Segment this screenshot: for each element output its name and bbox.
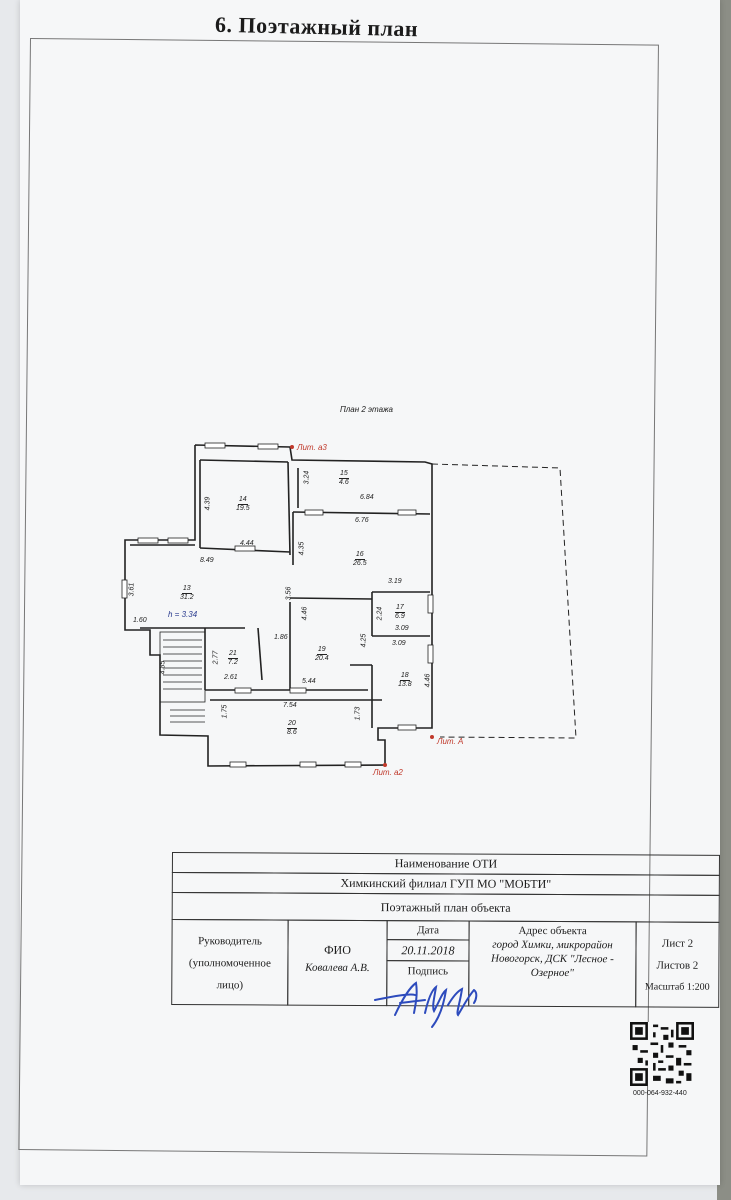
dimension-label: 6.76 bbox=[355, 517, 369, 524]
dimension-label: 1.73 bbox=[354, 706, 362, 721]
dimension-label: 4.44 bbox=[240, 540, 254, 547]
dimension-label: 8.49 bbox=[200, 557, 214, 564]
stamp-object: Поэтажный план объекта bbox=[171, 891, 720, 923]
windows bbox=[121, 442, 434, 768]
lit-label-a: Лит. А bbox=[437, 737, 464, 746]
dimension-label: 1.86 bbox=[274, 634, 288, 641]
dimension-label: 3.19 bbox=[388, 578, 402, 585]
dimension-label: 4.35 bbox=[298, 541, 306, 556]
plan-outer-wall bbox=[124, 444, 433, 767]
plan-title: План 2 этажа bbox=[340, 405, 393, 414]
dimension-label: 5.44 bbox=[302, 678, 316, 685]
stamp-date-label: Дата bbox=[386, 920, 470, 941]
dimension-label: 3.09 bbox=[392, 640, 406, 647]
dimension-label: 4.85 bbox=[159, 660, 167, 675]
dimension-label: 2.77 bbox=[212, 650, 220, 665]
dimension-label: 4.46 bbox=[424, 673, 432, 688]
qr-code bbox=[630, 1022, 694, 1086]
plan-dashed-outline bbox=[431, 463, 577, 739]
qr-caption: 000-064-932-440 bbox=[633, 1090, 687, 1097]
dimension-label: 7.54 bbox=[283, 702, 297, 709]
height-note: h = 3.34 bbox=[168, 610, 198, 619]
background-edge bbox=[717, 0, 731, 1200]
handwritten-signature bbox=[374, 981, 478, 1028]
dimension-label: 3.24 bbox=[303, 470, 311, 485]
stamp-role-cell: Руководитель (уполномоченное лицо) bbox=[171, 918, 289, 1006]
lit-label-a3: Лит. а3 bbox=[297, 443, 327, 452]
dimension-label: 1.60 bbox=[133, 617, 147, 624]
dimension-label: 4.46 bbox=[301, 606, 309, 621]
dimension-label: 3.09 bbox=[395, 625, 409, 632]
dimension-label: 6.84 bbox=[360, 494, 374, 501]
dimension-label: 3.61 bbox=[128, 582, 136, 597]
stamp-sheet-cell: Лист 2 Листов 2 Масштаб 1:200 bbox=[635, 921, 720, 1008]
lit-markers bbox=[290, 445, 434, 767]
dimension-label: 4.25 bbox=[360, 633, 368, 648]
dimension-label: 1.75 bbox=[221, 704, 229, 719]
document-sheet bbox=[20, 0, 720, 1185]
stamp-date-value: 20.11.2018 bbox=[386, 939, 470, 962]
dimension-label: 3.56 bbox=[285, 586, 293, 601]
stairs bbox=[159, 631, 206, 723]
dimension-label: 2.24 bbox=[376, 606, 384, 621]
lit-label-a2: Лит. а2 bbox=[373, 768, 403, 777]
dimension-label: 4.39 bbox=[204, 496, 212, 511]
dimension-label: 2.61 bbox=[224, 674, 238, 681]
